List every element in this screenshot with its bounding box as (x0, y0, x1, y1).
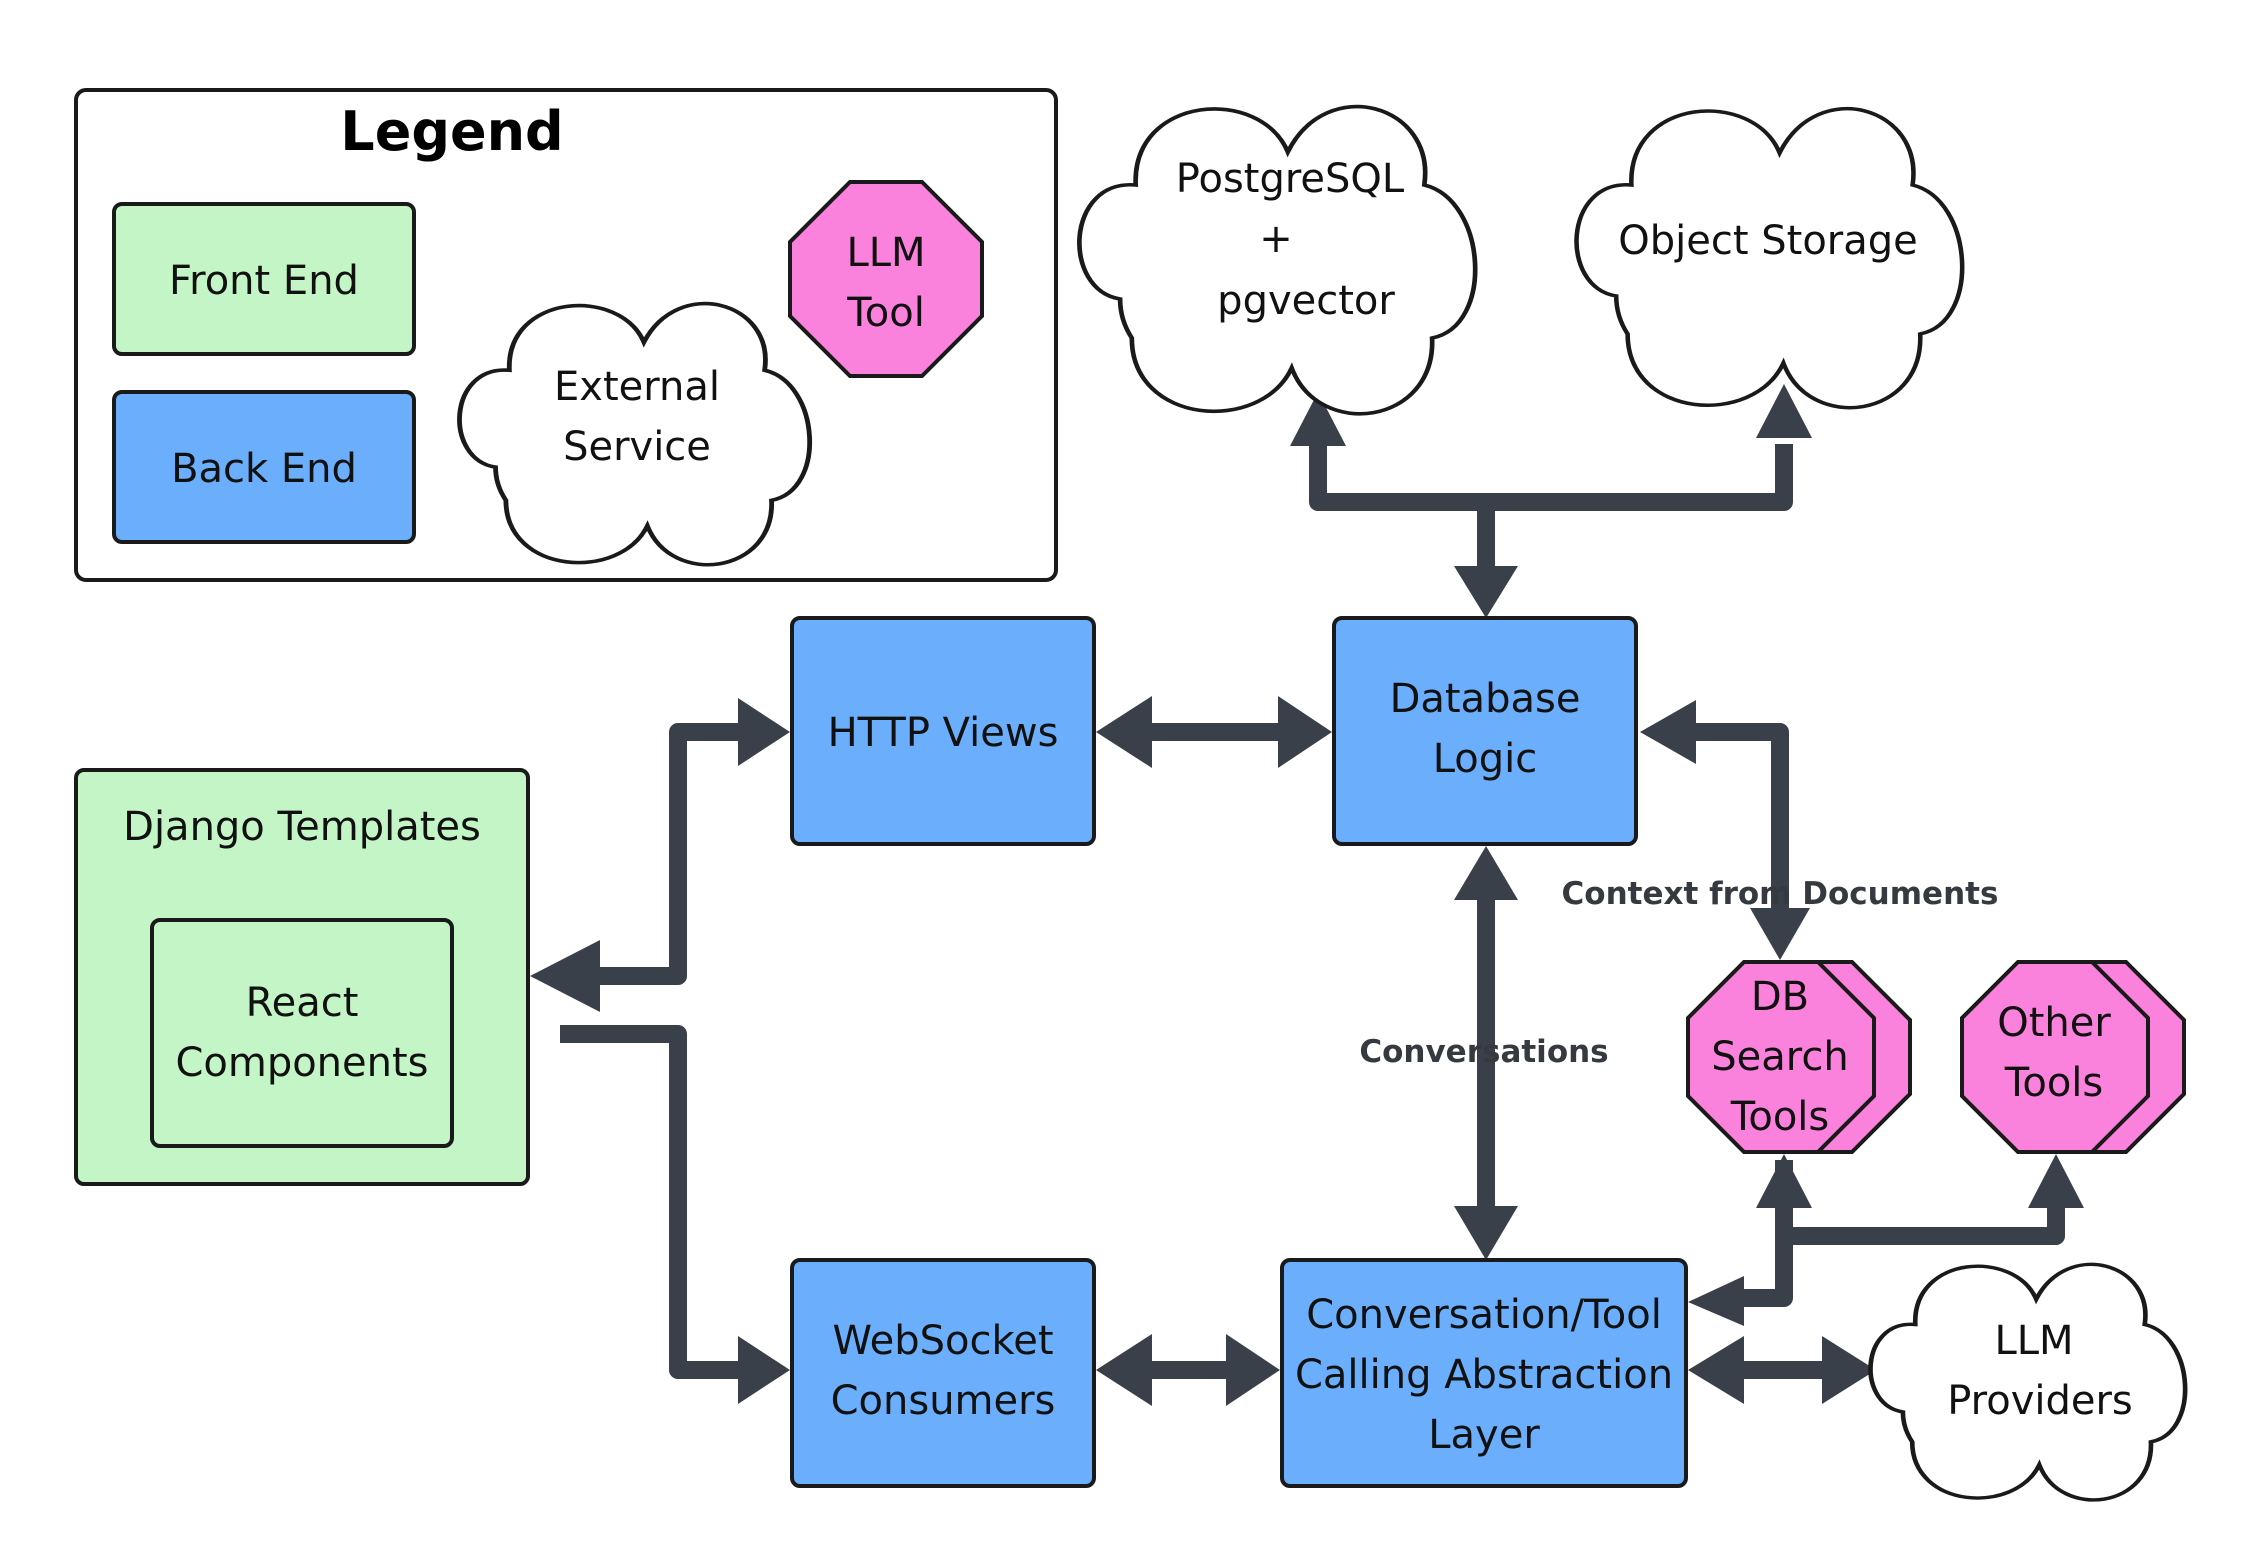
svg-text:Components: Components (175, 1040, 428, 1086)
svg-text:Logic: Logic (1433, 736, 1538, 782)
legend: Legend Front End Back End External Servi… (74, 88, 1058, 580)
legend-llm-tool: LLM Tool (788, 180, 984, 378)
legend-front-end: Front End (112, 202, 416, 356)
svg-text:Tools: Tools (2004, 1060, 2104, 1106)
database-logic: Database Logic (1332, 616, 1638, 846)
connectors (560, 444, 2065, 1379)
svg-text:Search: Search (1711, 1034, 1848, 1080)
svg-text:Front End: Front End (169, 258, 359, 304)
abstraction-layer: Conversation/Tool Calling Abstraction La… (1280, 1258, 1688, 1488)
svg-text:Service: Service (563, 424, 711, 470)
svg-text:Layer: Layer (1428, 1412, 1540, 1458)
svg-text:WebSocket: WebSocket (832, 1318, 1053, 1364)
svg-text:External: External (554, 364, 720, 410)
svg-text:React: React (246, 980, 359, 1026)
svg-text:Conversation/Tool: Conversation/Tool (1306, 1292, 1662, 1338)
other-tools: Other Tools (1960, 960, 2186, 1154)
edge-label-conversations: Conversations (1359, 1034, 1608, 1070)
svg-text:Tools: Tools (1730, 1094, 1830, 1140)
connector-database-to-storage (1309, 444, 1793, 511)
object-storage-cloud: Object Storage (1577, 109, 1963, 408)
connector-tools-branch (1784, 1206, 2065, 1245)
svg-text:Object Storage: Object Storage (1618, 218, 1918, 264)
svg-text:HTTP Views: HTTP Views (828, 710, 1059, 756)
svg-text:LLM: LLM (1994, 1318, 2073, 1364)
postgres-cloud: PostgreSQL + pgvector (1079, 107, 1475, 414)
svg-text:+: + (1259, 216, 1293, 262)
react-components: React Components (150, 918, 454, 1148)
svg-text:Django Templates: Django Templates (123, 804, 481, 850)
svg-text:Consumers: Consumers (831, 1378, 1056, 1424)
svg-text:Providers: Providers (1947, 1378, 2133, 1424)
svg-text:LLM: LLM (846, 230, 925, 276)
edge-label-context: Context from Documents (1562, 876, 1999, 912)
svg-text:PostgreSQL: PostgreSQL (1176, 156, 1405, 202)
legend-title: Legend (340, 100, 563, 163)
llm-providers-cloud: LLM Providers (1871, 1264, 2186, 1500)
legend-back-end: Back End (112, 390, 416, 544)
svg-text:DB: DB (1751, 974, 1809, 1020)
svg-text:Back End: Back End (171, 446, 357, 492)
svg-text:Tool: Tool (846, 290, 925, 336)
svg-text:Database: Database (1390, 676, 1581, 722)
db-search-tools: DB Search Tools (1686, 960, 1912, 1154)
websocket-consumers: WebSocket Consumers (790, 1258, 1096, 1488)
connector-django-to-websocket (560, 1025, 748, 1379)
connector-database-to-db-search (1694, 723, 1789, 912)
svg-text:Calling Abstraction: Calling Abstraction (1295, 1352, 1673, 1398)
http-views: HTTP Views (790, 616, 1096, 846)
legend-external-service: External Service (460, 304, 810, 565)
connector-http-views-to-django (600, 723, 748, 985)
svg-text:Other: Other (1997, 1000, 2111, 1046)
svg-text:pgvector: pgvector (1217, 278, 1395, 324)
